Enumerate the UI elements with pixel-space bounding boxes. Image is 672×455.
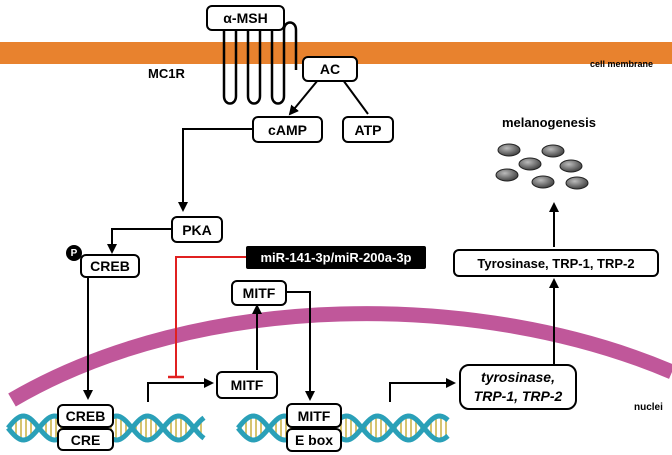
melanosome bbox=[559, 159, 583, 173]
arrow-camp-pka bbox=[178, 128, 252, 212]
camp-box: cAMP bbox=[252, 116, 323, 143]
mc1r-receptor bbox=[222, 21, 298, 105]
melanosome bbox=[497, 143, 521, 157]
creb-dna-box: CREB bbox=[57, 404, 114, 428]
cell-membrane-label: cell membrane bbox=[590, 59, 654, 69]
mc1r-label: MC1R bbox=[148, 66, 185, 81]
ebox-box: E box bbox=[286, 428, 342, 452]
tyrosinase-genes-box: tyrosinase, TRP-1, TRP-2 bbox=[459, 364, 577, 410]
melanosome bbox=[565, 176, 589, 190]
pka-box: PKA bbox=[171, 216, 223, 243]
mitf-upper-box: MITF bbox=[231, 280, 287, 306]
creb-cytoplasm-box: CREB bbox=[80, 254, 140, 278]
arrow-ebox-genes bbox=[389, 378, 456, 402]
nuclei-label: nuclei bbox=[634, 402, 663, 413]
melanosome bbox=[495, 168, 519, 182]
arrow-mitf-ebox bbox=[284, 291, 315, 401]
melanosome bbox=[541, 144, 565, 158]
atp-box: ATP bbox=[342, 116, 394, 143]
dna-strand bbox=[236, 413, 450, 443]
arrow-pka-creb bbox=[107, 228, 172, 254]
line-ac-atp bbox=[342, 79, 369, 115]
tyrosinase-genes-line1: tyrosinase, bbox=[481, 369, 555, 385]
ac-box: AC bbox=[302, 56, 358, 82]
arrow-ac-camp bbox=[288, 79, 319, 116]
melanosome bbox=[531, 175, 555, 189]
melanosome-cluster bbox=[495, 143, 589, 190]
cell-membrane bbox=[0, 42, 672, 64]
melanogenesis-label: melanogenesis bbox=[502, 115, 596, 130]
dna-strand bbox=[236, 413, 450, 443]
tyrosinase-protein-box: Tyrosinase, TRP-1, TRP-2 bbox=[453, 249, 659, 277]
nuclear-envelope bbox=[8, 306, 672, 407]
arrow-dna-mitf bbox=[147, 378, 214, 402]
melanosome bbox=[518, 157, 542, 171]
tyrosinase-genes-line2: TRP-1, TRP-2 bbox=[473, 388, 563, 404]
phosphate-badge: P bbox=[66, 245, 82, 261]
mirna-inhibition-line bbox=[175, 256, 248, 376]
mirna-box: miR-141-3p/miR-200a-3p bbox=[246, 246, 426, 269]
cre-box: CRE bbox=[57, 428, 114, 451]
mitf-lower-box: MITF bbox=[216, 371, 278, 399]
alpha-msh-box: α-MSH bbox=[206, 5, 285, 31]
dna-helix-right bbox=[236, 413, 450, 443]
mitf-dna-box: MITF bbox=[286, 403, 342, 428]
